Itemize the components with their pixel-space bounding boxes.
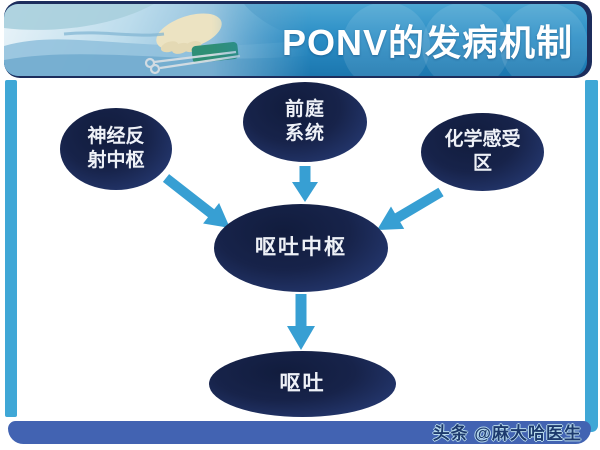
surgery-photo <box>4 4 324 76</box>
node-label: 呕吐 <box>279 371 326 395</box>
node-label-line: 神经反 <box>87 126 145 148</box>
node-vomiting: 呕吐 <box>209 351 396 417</box>
arrow-vestibular-to-center <box>292 166 318 202</box>
watermark: 头条 @麻大哈医生 <box>432 424 582 443</box>
decor-circle <box>422 4 510 76</box>
node-neural-reflex-center: 神经反 射中枢 <box>60 108 172 190</box>
arrow-chemo-to-center <box>377 187 444 230</box>
arrow-neural-to-center <box>162 174 230 228</box>
node-label: 呕吐中枢 <box>255 235 347 259</box>
node-label-line: 区 <box>472 153 492 174</box>
node-label-line: 系统 <box>284 123 325 144</box>
decor-circle <box>342 4 430 76</box>
node-vestibular-system: 前庭 系统 <box>243 82 367 162</box>
node-label-line: 前庭 <box>284 99 325 121</box>
node-vomiting-center: 呕吐中枢 <box>214 204 388 292</box>
bottom-bar <box>8 421 591 444</box>
header: PONV的发病机制 <box>4 1 592 78</box>
left-accent-bar <box>5 80 17 417</box>
header-background: PONV的发病机制 <box>4 4 587 76</box>
node-label-line: 射中枢 <box>87 150 145 171</box>
node-chemoreceptor-trigger-zone: 化学感受 区 <box>421 113 544 191</box>
slide-title: PONV的发病机制 <box>281 22 573 63</box>
arrow-center-to-vomiting <box>287 294 315 350</box>
right-accent-bar <box>585 80 598 432</box>
node-label-line: 化学感受 <box>444 129 521 151</box>
surgery-photo-art <box>4 4 324 76</box>
decor-circle <box>500 4 587 76</box>
